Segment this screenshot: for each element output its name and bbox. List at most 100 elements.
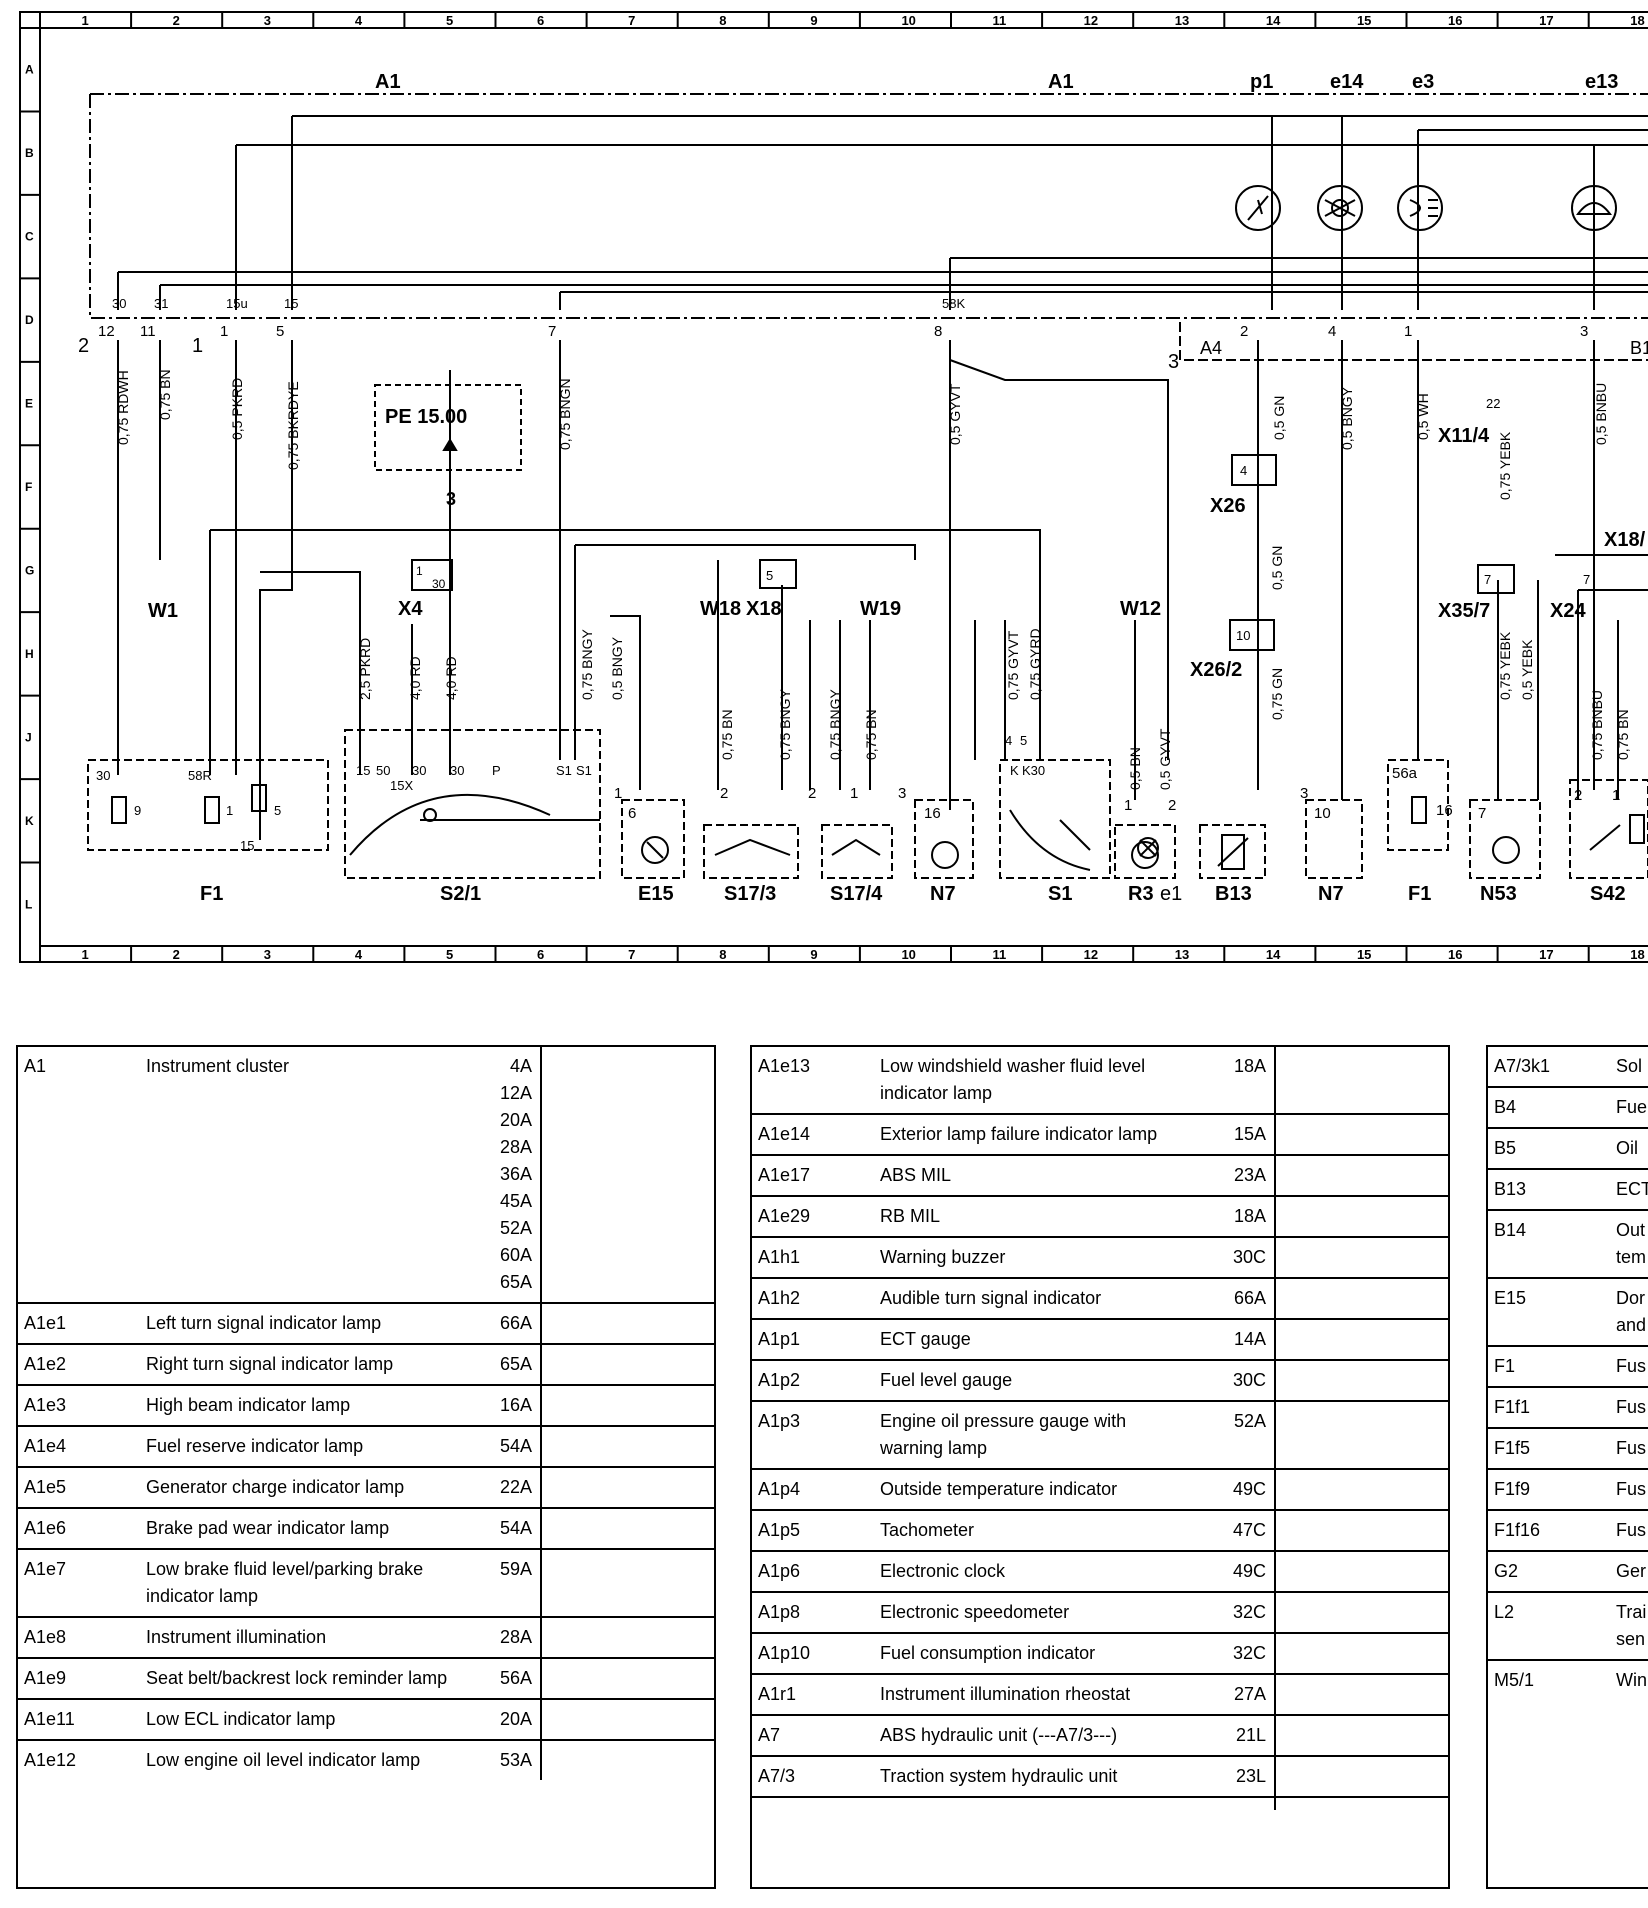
legend-code: A1p3 (752, 1401, 874, 1470)
temperature-sensor-icon (1217, 834, 1249, 870)
grid-row-F: F (25, 480, 32, 494)
label-e13: e13 (1585, 71, 1618, 93)
legend-code: A1p8 (752, 1592, 874, 1634)
wire-label: 0,5 GYVT (1157, 728, 1173, 790)
legend-description: Fue (1610, 1087, 1648, 1129)
legend-reference: 53A (499, 1750, 532, 1770)
x26-label: X26 (1210, 495, 1246, 517)
legend-code: A1e9 (18, 1658, 140, 1700)
pe-arrow-label: 3 (446, 489, 456, 509)
wire-label: 0,75 BN (719, 709, 735, 760)
wire-label: 0,5 BNBU (1593, 383, 1609, 445)
legend-description: ABS hydraulic unit (---A7/3---) (874, 1715, 1200, 1757)
legend-row (752, 1797, 1448, 1810)
legend-description: ECT gauge (874, 1319, 1200, 1361)
legend-blank-cell (540, 1303, 714, 1345)
x18-pin: 5 (766, 568, 773, 583)
grid-col-6: 6 (537, 13, 544, 28)
legend-code: A1e14 (752, 1114, 874, 1156)
a4-boundary (1179, 322, 1648, 361)
legend-description: Fuel reserve indicator lamp (140, 1426, 466, 1468)
legend-blank-cell (1274, 1155, 1448, 1197)
b1-label: B1 (1630, 338, 1648, 358)
legend-code: A1h1 (752, 1237, 874, 1279)
legend-reference: 21L (1200, 1715, 1275, 1757)
wire-label: 0,5 BN (1127, 747, 1143, 790)
component-pin: 16 (1436, 802, 1453, 819)
f1-pin: 58R (188, 768, 212, 783)
connector-pin: 12 (98, 323, 115, 340)
x4-label: X4 (398, 598, 423, 620)
connector-pin: 5 (276, 323, 284, 340)
legend-code: B5 (1488, 1128, 1610, 1170)
legend-description: Brake pad wear indicator lamp (140, 1508, 466, 1550)
legend-blank-cell (1274, 1047, 1448, 1115)
legend-description: Instrument illumination (140, 1617, 466, 1659)
connector-pin: 7 (548, 323, 556, 340)
legend-description: RB MIL (874, 1196, 1200, 1238)
legend-reference: 52A (1200, 1401, 1275, 1470)
wire-label: 0,75 BKRDYE (285, 381, 301, 470)
s2-1-pin: P (492, 763, 501, 778)
s1-pin: 5 (1020, 733, 1027, 748)
cluster-pin-15: 15 (284, 296, 298, 311)
legend-blank-cell (1274, 1715, 1448, 1757)
wire-30-internal (117, 271, 1648, 310)
legend-code: A1e1 (18, 1303, 140, 1345)
legend-code: A1p6 (752, 1551, 874, 1593)
grid-col-bottom-1: 1 (82, 947, 89, 962)
legend-reference: 47C (1200, 1510, 1275, 1552)
label-p1: p1 (1250, 71, 1273, 93)
label-S17-3: S17/3 (724, 883, 776, 905)
legend-code: A1e7 (18, 1549, 140, 1618)
grid-col-5: 5 (446, 13, 453, 28)
grid-col-18: 18 (1630, 13, 1644, 28)
legend-blank-cell (1274, 1592, 1448, 1634)
exterior-lamp-icon (1317, 185, 1363, 231)
legend-reference: 56A (466, 1658, 541, 1700)
grid-row-A: A (25, 63, 34, 77)
legend-reference: 32C (1200, 1633, 1275, 1675)
grid-col-3: 3 (264, 13, 271, 28)
wire-label: 0,75 BN (1615, 709, 1631, 760)
legend-reference (1200, 1797, 1275, 1810)
legend-description: Fus (1610, 1510, 1648, 1552)
legend-blank-cell (1274, 1551, 1448, 1593)
label-e14: e14 (1330, 71, 1364, 93)
x26-2-label: X26/2 (1190, 659, 1242, 681)
legend-code: A1e2 (18, 1344, 140, 1386)
f1-pin: 1 (226, 803, 233, 818)
legend-code: F1f9 (1488, 1469, 1610, 1511)
grid-col-bottom-14: 14 (1266, 947, 1281, 962)
legend-description: Exterior lamp failure indicator lamp (874, 1114, 1200, 1156)
legend-code: M5/1 (1494, 1670, 1535, 1690)
legend-code: A1e3 (18, 1385, 140, 1427)
wire-label: 0,5 GYVT (947, 383, 963, 445)
s1-pin: K30 (1022, 763, 1045, 778)
component-pin: 7 (1478, 805, 1486, 822)
legend-reference: 15A (1200, 1114, 1275, 1156)
wire-label: 0,5 GN (1271, 396, 1287, 440)
side-label-1: 1 (192, 335, 203, 357)
legend-blank-cell (540, 1617, 714, 1659)
legend-description: Oil (1610, 1128, 1648, 1170)
grid-col-2: 2 (173, 13, 180, 28)
wire-label: 0,75 GYRD (1027, 628, 1043, 700)
legend-description: Fus (1610, 1469, 1648, 1511)
w18-label: W18 (700, 598, 741, 620)
legend-code: B4 (1488, 1087, 1610, 1129)
